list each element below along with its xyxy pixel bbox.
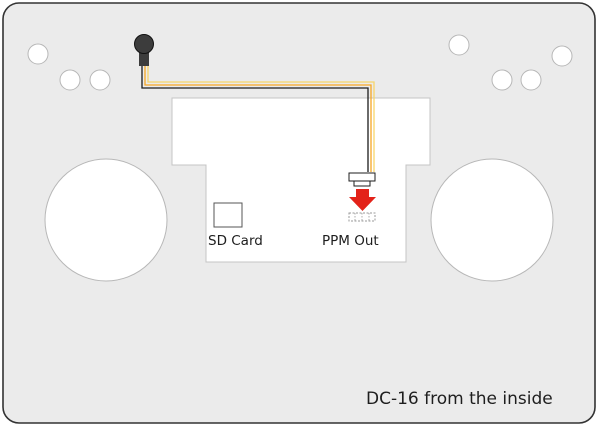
red-down-arrow-icon	[349, 189, 376, 211]
knob-top-left	[27, 43, 49, 65]
pin-header-socket-icon	[348, 212, 376, 222]
jack-icon	[134, 34, 154, 66]
knob-top-right-outer	[551, 45, 573, 67]
wire-bundle	[141, 52, 375, 172]
sd-card-slot	[213, 202, 243, 228]
ppm-out-label: PPM Out	[322, 233, 379, 249]
wire-yellow	[147, 52, 375, 172]
knob-left-2	[89, 69, 111, 91]
knob-left-1	[59, 69, 81, 91]
right-stick-gimbal	[430, 158, 554, 282]
sd-card-label: SD Card	[208, 233, 263, 249]
left-stick-gimbal	[44, 158, 168, 282]
connector-plug-icon	[348, 172, 376, 187]
diagram-caption: DC-16 from the inside	[366, 389, 553, 409]
wire-black	[141, 52, 369, 172]
wire-orange	[144, 52, 372, 172]
knob-right-1	[491, 69, 513, 91]
knob-right-2	[520, 69, 542, 91]
knob-top-right-inner	[448, 34, 470, 56]
